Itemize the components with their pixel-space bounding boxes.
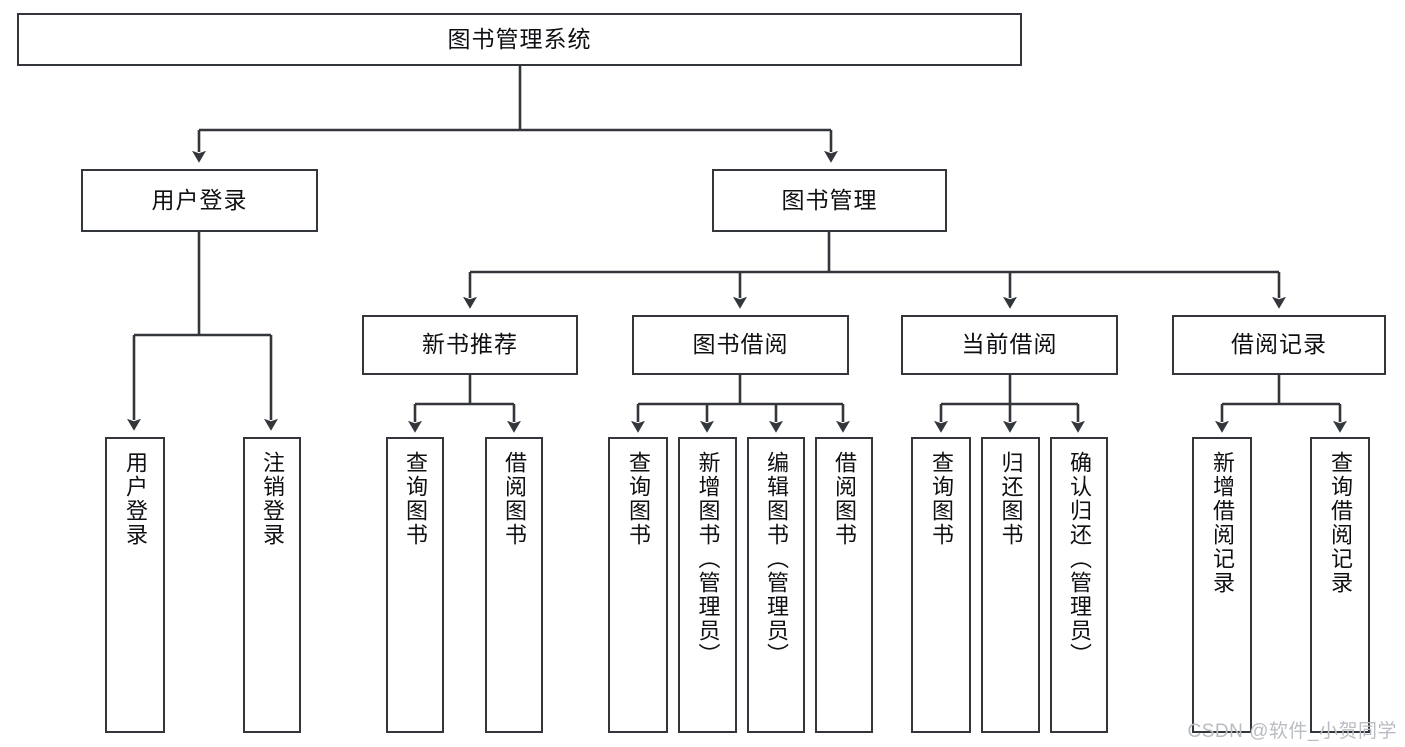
- leaf-borrow-borrow-book[interactable]: 借阅图书: [815, 437, 873, 733]
- leaf-borrow-edit-book[interactable]: 编辑图书（管理员）: [747, 437, 805, 733]
- node-label: 图书管理: [781, 186, 878, 213]
- node-label: 借阅图书: [501, 451, 527, 547]
- node-label: 查询借阅记录: [1327, 451, 1353, 595]
- node-label: 图书借阅: [692, 331, 789, 358]
- node-label: 查询图书: [402, 451, 428, 547]
- leaf-current-return-book[interactable]: 归还图书: [981, 437, 1040, 733]
- leaf-current-query-book[interactable]: 查询图书: [911, 437, 971, 733]
- node-current-borrow[interactable]: 当前借阅: [901, 315, 1118, 375]
- node-label: 编辑图书（管理员）: [763, 451, 789, 667]
- node-label: 新书推荐: [422, 331, 518, 358]
- node-label: 用户登录: [151, 186, 248, 213]
- node-new-book-recommend[interactable]: 新书推荐: [362, 315, 578, 375]
- node-label: 当前借阅: [961, 331, 1058, 358]
- leaf-new-book-borrow[interactable]: 借阅图书: [485, 437, 543, 733]
- leaf-new-book-query[interactable]: 查询图书: [386, 437, 444, 733]
- leaf-borrow-query-book[interactable]: 查询图书: [608, 437, 668, 733]
- node-label: 借阅图书: [831, 451, 857, 547]
- leaf-record-query-record[interactable]: 查询借阅记录: [1310, 437, 1370, 733]
- node-label: 确认归还（管理员）: [1066, 451, 1092, 667]
- node-label: 查询图书: [625, 451, 651, 547]
- node-book-management[interactable]: 图书管理: [712, 169, 947, 232]
- node-label: 归还图书: [998, 451, 1024, 547]
- leaf-user-login-logout[interactable]: 注销登录: [243, 437, 301, 733]
- watermark-text: CSDN @软件_小贺同学: [1187, 721, 1397, 742]
- node-label: 图书管理系统: [447, 25, 592, 52]
- node-label: 查询图书: [928, 451, 954, 547]
- leaf-borrow-add-book[interactable]: 新增图书（管理员）: [678, 437, 737, 733]
- node-label: 新增图书（管理员）: [695, 451, 721, 667]
- node-label: 用户登录: [122, 451, 148, 547]
- node-user-login[interactable]: 用户登录: [81, 169, 318, 232]
- leaf-user-login-login[interactable]: 用户登录: [105, 437, 165, 733]
- node-borrow-record[interactable]: 借阅记录: [1172, 315, 1386, 375]
- node-root-system[interactable]: 图书管理系统: [17, 13, 1022, 66]
- leaf-current-confirm-return[interactable]: 确认归还（管理员）: [1050, 437, 1108, 733]
- node-label: 新增借阅记录: [1209, 451, 1235, 595]
- node-book-borrow[interactable]: 图书借阅: [632, 315, 849, 375]
- leaf-record-add-record[interactable]: 新增借阅记录: [1192, 437, 1252, 733]
- node-label: 注销登录: [259, 451, 285, 547]
- node-label: 借阅记录: [1231, 331, 1327, 358]
